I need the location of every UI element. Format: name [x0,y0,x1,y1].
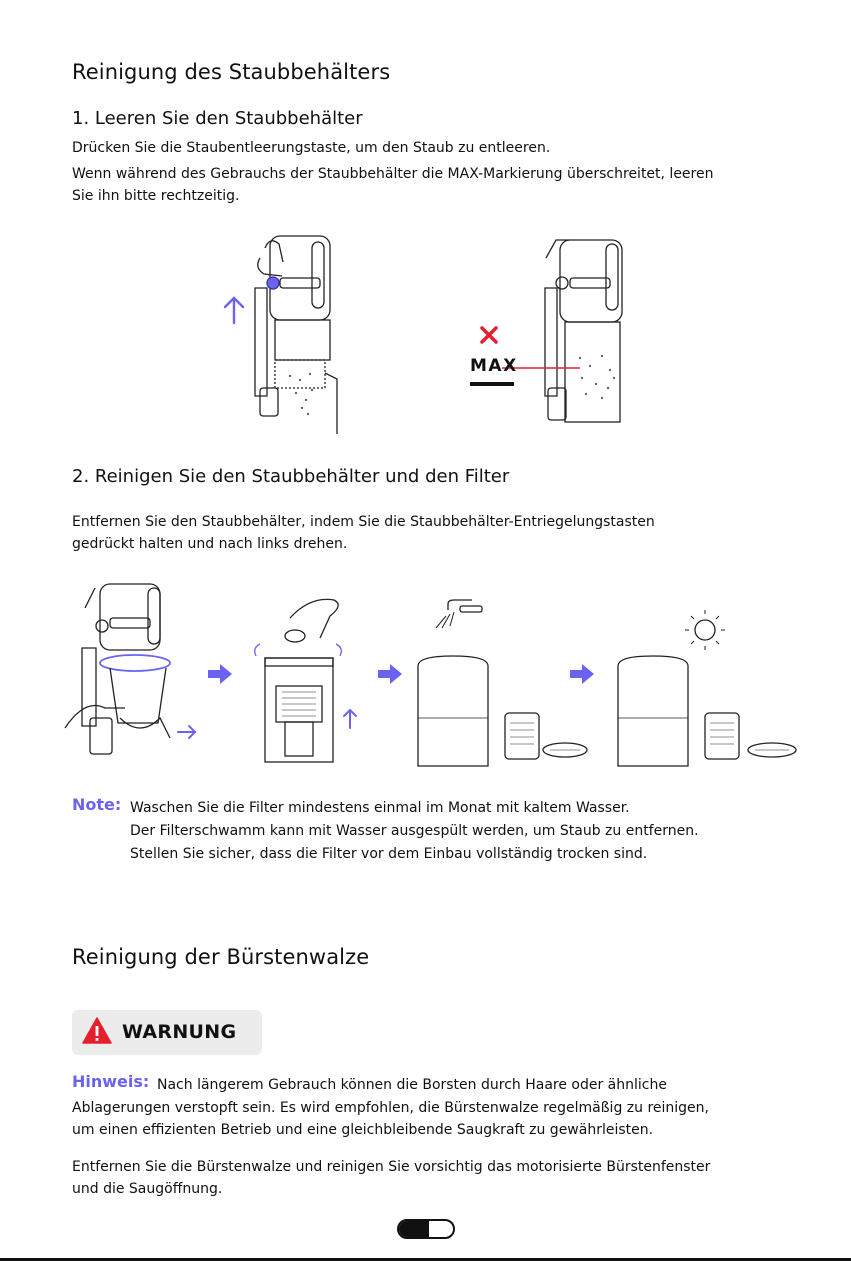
hinweis-line1: Nach längerem Gebrauch können die Borste… [157,1077,667,1093]
hinweis-label: Hinweis: [72,1072,150,1091]
next-step-arrow-icon [378,664,402,684]
next-step-arrow-icon [208,664,232,684]
up-arrow-icon [223,296,245,325]
vacuum-press-button-figure [254,235,338,434]
step1-text-line2a: Wenn während des Gebrauchs der Staubbehä… [72,166,714,182]
warning-label: WARNUNG [122,1021,237,1043]
step1-text-line2b: Sie ihn bitte rechtzeitig. [72,188,240,204]
dry-filter-figure [617,610,797,767]
next-step-arrow-icon [570,664,594,684]
step2-heading: 2. Reinigen Sie den Staubbehälter und de… [72,466,510,487]
note-label: Note: [72,795,122,814]
section-title-dustbin: Reinigung des Staubbehälters [72,60,391,84]
arrow-right-icon [177,725,197,739]
wash-filter-figure [417,599,588,767]
hinweis-line2: Ablagerungen verstopft sein. Es wird emp… [72,1100,709,1116]
vacuum-max-line-figure [544,239,623,423]
page-indicator [397,1219,455,1239]
step1-text-line1: Drücken Sie die Staubentleerungstaste, u… [72,140,551,156]
note-line2: Der Filterschwamm kann mit Wasser ausges… [130,823,699,839]
max-underline [470,382,514,386]
note-line1: Waschen Sie die Filter mindestens einmal… [130,800,630,816]
warning-triangle-icon [82,1017,112,1044]
empty-dustbin-illustration [210,228,650,438]
filter-cleaning-illustration [60,578,805,778]
brushroll-instruction-line2: und die Saugöffnung. [72,1181,223,1197]
step2-text-line2: gedrückt halten und nach links drehen. [72,536,348,552]
step2-text-line1: Entfernen Sie den Staubbehälter, indem S… [72,514,655,530]
cross-icon [480,326,498,344]
hinweis-line3: um einen effizienten Betrieb und eine gl… [72,1122,654,1138]
max-label: MAX [470,356,518,376]
bottom-rule [0,1258,851,1261]
up-arrow-icon [343,708,357,729]
section-title-brushroll: Reinigung der Bürstenwalze [72,945,370,969]
note-line3: Stellen Sie sicher, dass die Filter vor … [130,846,648,862]
brushroll-instruction-line1: Entfernen Sie die Bürstenwalze und reini… [72,1159,711,1175]
remove-dustbin-figure [64,583,171,755]
take-out-filter-figure [254,598,342,763]
step1-heading: 1. Leeren Sie den Staubbehälter [72,108,363,129]
